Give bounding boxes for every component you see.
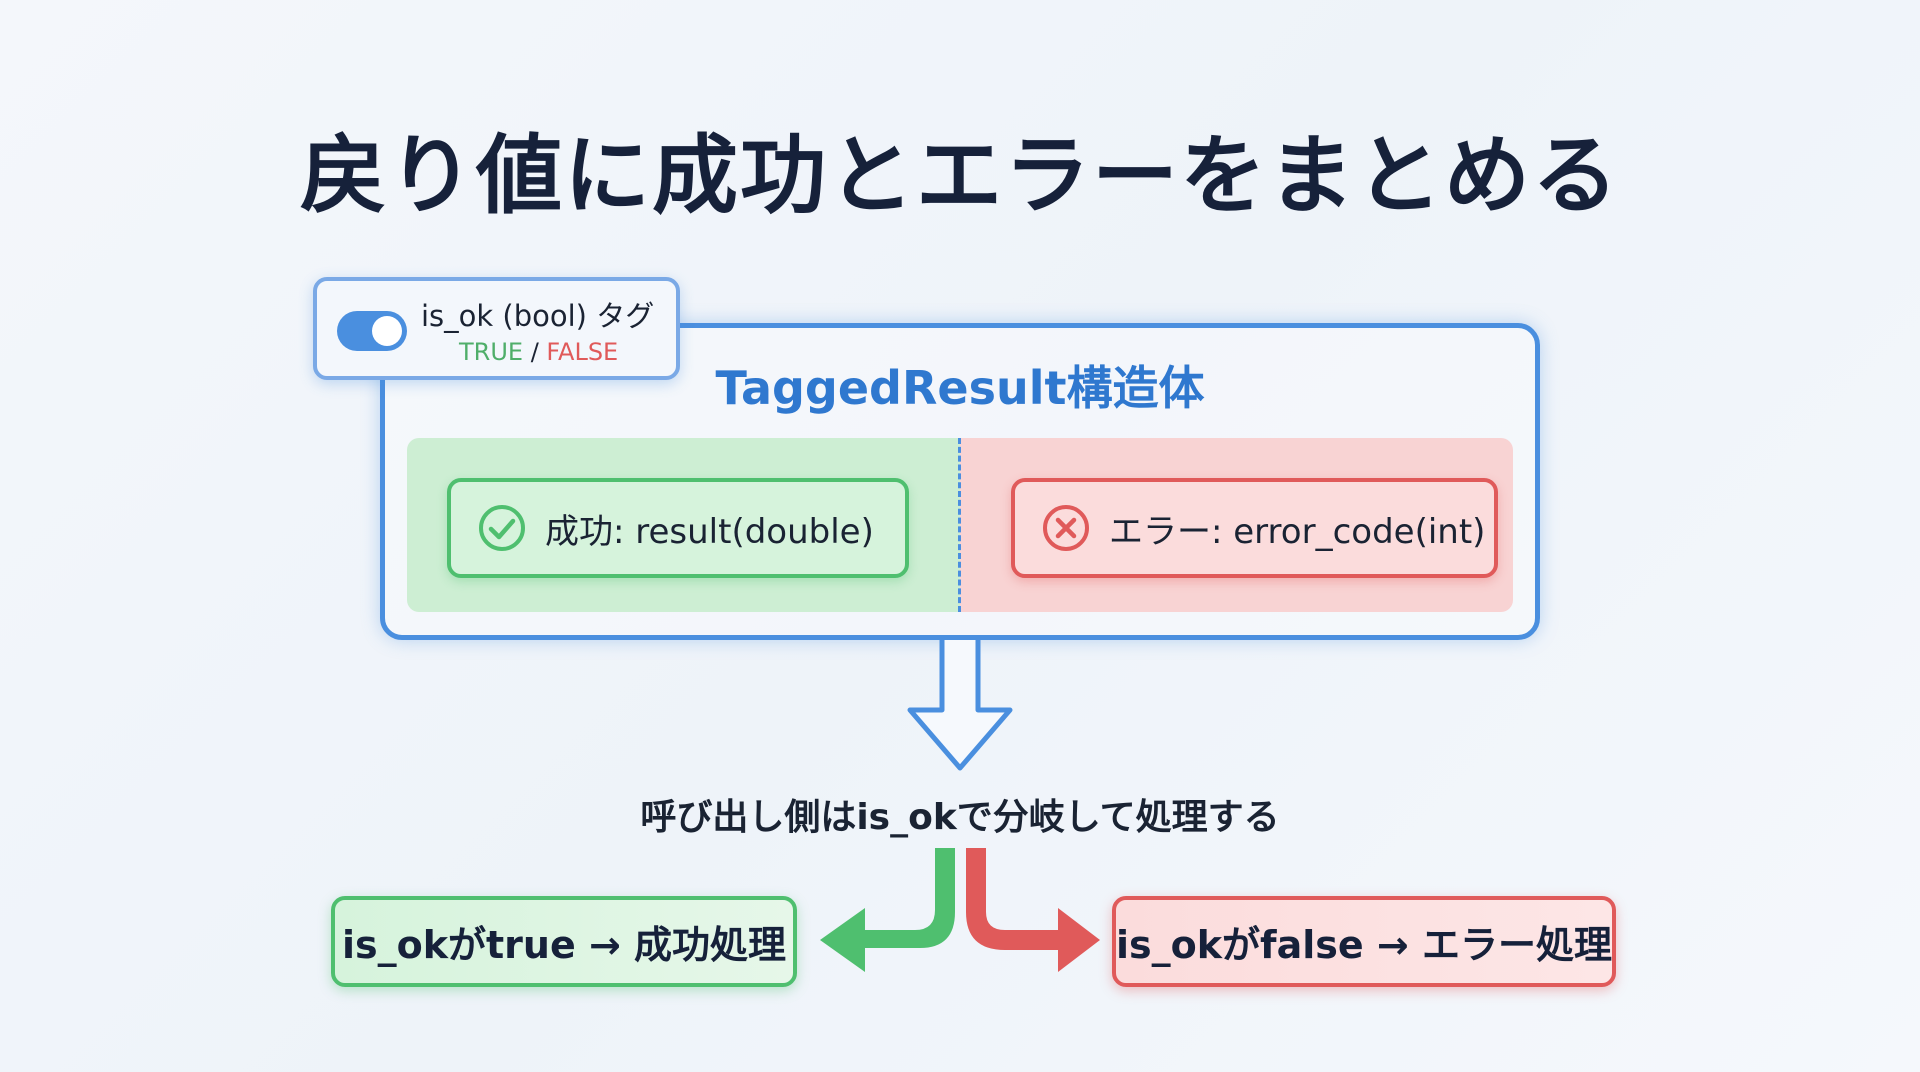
x-circle-icon: [1043, 505, 1089, 551]
success-field-label: 成功: result(double): [545, 511, 874, 552]
tag-values: TRUE / FALSE: [459, 338, 618, 366]
page-title: 戻り値に成功とエラーをまとめる: [300, 126, 1620, 226]
is-ok-tag-box: is_ok (bool) タグ TRUE / FALSE: [313, 277, 680, 380]
check-circle-icon: [479, 505, 525, 551]
error-field-label: エラー: error_code(int): [1109, 511, 1486, 552]
struct-title: TaggedResult構造体: [715, 361, 1205, 415]
error-field: エラー: error_code(int): [1011, 478, 1498, 578]
toggle-icon: [337, 311, 407, 351]
tag-label: is_ok (bool) タグ: [421, 299, 655, 333]
true-text: TRUE: [459, 338, 524, 366]
success-outcome-box: is_okがtrue → 成功処理: [331, 896, 797, 987]
green-branch-arrow-icon: [820, 848, 955, 972]
union-divider: [958, 438, 961, 612]
separator: /: [523, 338, 547, 366]
success-field: 成功: result(double): [447, 478, 909, 578]
error-outcome-box: is_okがfalse → エラー処理: [1112, 896, 1616, 987]
caption: 呼び出し側はis_okで分岐して処理する: [640, 797, 1280, 838]
down-arrow-icon: [907, 640, 1013, 771]
false-text: FALSE: [546, 338, 619, 366]
red-branch-arrow-icon: [966, 848, 1100, 972]
